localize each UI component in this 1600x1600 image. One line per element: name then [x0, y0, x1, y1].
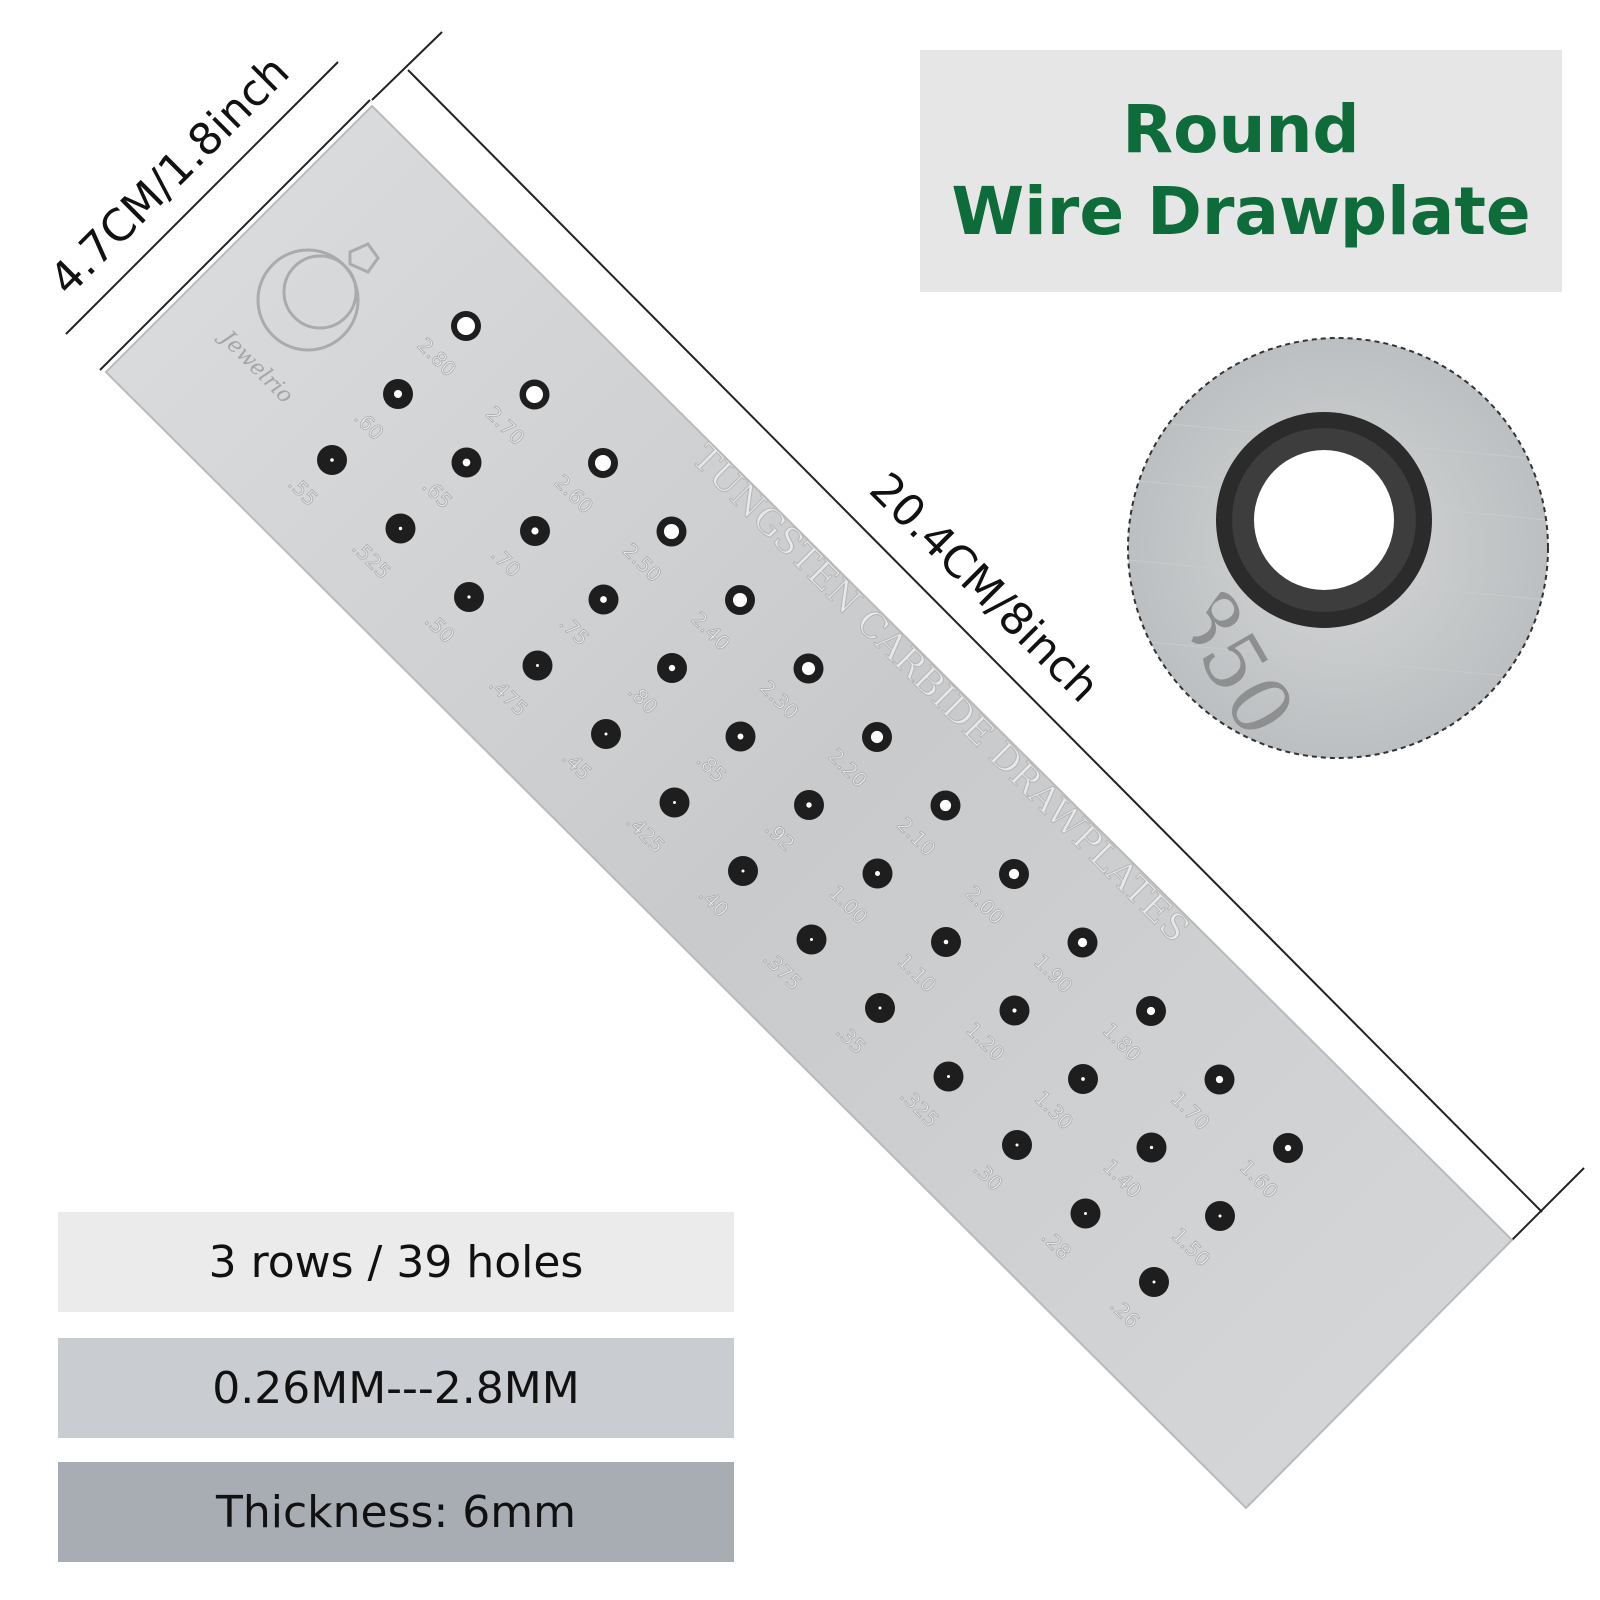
- hole-opening-10: [1077, 937, 1088, 948]
- hole-opening-13: [1284, 1144, 1292, 1152]
- length-dimension: [371, 31, 1585, 1241]
- hole-opening-21: [874, 870, 881, 877]
- hole-opening-33: [741, 869, 745, 873]
- hole-opening-17: [600, 596, 607, 603]
- hole-opening-39: [1152, 1280, 1156, 1284]
- hole-opening-3: [594, 454, 612, 472]
- hole-opening-5: [732, 592, 748, 608]
- spec-size-range: 0.26MM---2.8MM: [58, 1338, 734, 1438]
- spec-thickness: Thickness: 6mm: [58, 1462, 734, 1562]
- hole-opening-22: [943, 939, 949, 945]
- spec-rows-holes: 3 rows / 39 holes: [58, 1212, 734, 1312]
- hole-opening-38: [1084, 1212, 1087, 1215]
- hole-opening-15: [462, 458, 471, 467]
- hole-opening-30: [535, 663, 540, 668]
- hole-opening-19: [737, 733, 744, 740]
- title-line-1: Round: [1122, 91, 1360, 168]
- hole-opening-16: [531, 527, 539, 535]
- hole-opening-34: [810, 938, 813, 941]
- hole-opening-12: [1215, 1075, 1224, 1084]
- hole-opening-2: [525, 385, 544, 404]
- hole-opening-27: [330, 458, 334, 462]
- zoom-detail: 850: [1127, 337, 1549, 759]
- hole-opening-9: [1008, 868, 1020, 880]
- width-dimension: [65, 61, 371, 371]
- hole-opening-4: [663, 523, 680, 540]
- hole-opening-11: [1146, 1006, 1156, 1016]
- zoom-hole-opening: [1254, 450, 1394, 590]
- hole-opening-18: [668, 664, 676, 672]
- hole-opening-14: [393, 389, 403, 399]
- hole-opening-32: [673, 801, 676, 804]
- hole-opening-7: [870, 730, 884, 744]
- hole-opening-29: [467, 595, 471, 599]
- zoom-border: [1127, 337, 1549, 759]
- hole-opening-25: [1149, 1145, 1154, 1150]
- hole-opening-26: [1218, 1214, 1222, 1218]
- hole-opening-6: [801, 661, 816, 676]
- hole-opening-24: [1081, 1077, 1085, 1081]
- hole-opening-31: [604, 732, 608, 736]
- hole-opening-1: [457, 317, 475, 335]
- brand-logo: [256, 242, 380, 352]
- hole-opening-37: [1015, 1143, 1019, 1147]
- hole-opening-36: [947, 1075, 950, 1078]
- hole-opening-20: [806, 802, 812, 808]
- hole-opening-8: [939, 799, 952, 812]
- title-line-2: Wire Drawplate: [951, 173, 1531, 250]
- hole-opening-28: [398, 526, 403, 531]
- title-box: Round Wire Drawplate: [920, 50, 1562, 292]
- hole-opening-23: [1012, 1008, 1017, 1013]
- hole-opening-35: [878, 1006, 882, 1010]
